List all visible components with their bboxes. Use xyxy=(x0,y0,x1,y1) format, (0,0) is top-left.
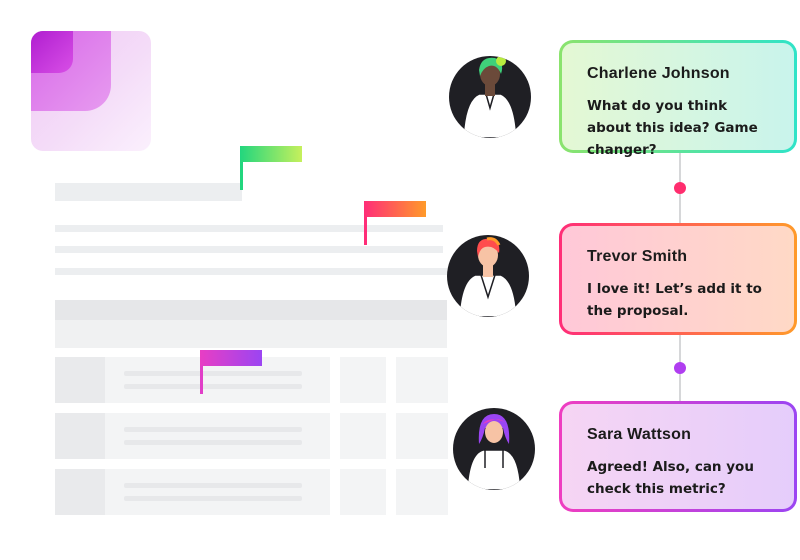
thread-dot xyxy=(674,362,686,374)
comment-card[interactable]: Sara Wattson Agreed! Also, can you check… xyxy=(559,401,797,512)
skeleton-line xyxy=(124,427,302,432)
flag-pole xyxy=(364,201,367,245)
comment-author: Sara Wattson xyxy=(587,426,692,443)
comment-card[interactable]: Charlene Johnson What do you think about… xyxy=(559,40,797,158)
comment-card-body: Trevor Smith I love it! Let’s add it to … xyxy=(562,226,794,332)
skeleton-block xyxy=(55,300,447,320)
skeleton-line xyxy=(124,384,302,389)
flag-pole xyxy=(200,350,203,394)
avatar-charlene xyxy=(449,56,531,138)
table-cell xyxy=(105,413,330,459)
comment-message: What do you think about this idea? Game … xyxy=(587,98,758,158)
person-icon xyxy=(462,56,518,138)
comment-flag-pink[interactable] xyxy=(364,201,426,245)
comment-card-body: Sara Wattson Agreed! Also, can you check… xyxy=(562,404,794,509)
skeleton-line xyxy=(55,225,443,232)
skeleton-line xyxy=(55,268,447,275)
person-icon xyxy=(466,414,522,490)
skeleton-line xyxy=(124,483,302,488)
table-cell xyxy=(55,413,105,459)
comment-card[interactable]: Trevor Smith I love it! Let’s add it to … xyxy=(559,223,797,335)
table-cell xyxy=(340,469,386,515)
comment-message: Agreed! Also, can you check this metric? xyxy=(587,459,754,497)
comment-author: Charlene Johnson xyxy=(587,65,730,82)
skeleton-block xyxy=(55,320,447,348)
skeleton-line xyxy=(124,496,302,501)
table-cell xyxy=(340,357,386,403)
table-cell xyxy=(396,357,448,403)
flag-cloth xyxy=(200,350,262,366)
person-icon xyxy=(458,237,518,317)
avatar-sara xyxy=(453,408,535,490)
table-cell xyxy=(340,413,386,459)
flag-pole xyxy=(240,146,243,190)
avatar-trevor xyxy=(447,235,529,317)
skeleton-line xyxy=(55,246,443,253)
thread-dot xyxy=(674,182,686,194)
skeleton-line xyxy=(124,440,302,445)
comment-message: I love it! Let’s add it to the proposal. xyxy=(587,281,762,319)
table-cell xyxy=(396,413,448,459)
comment-flag-green[interactable] xyxy=(240,146,302,190)
skeleton-line xyxy=(124,371,302,376)
skeleton-heading xyxy=(55,183,242,201)
flag-cloth xyxy=(240,146,302,162)
app-logo xyxy=(31,31,151,151)
comment-author: Trevor Smith xyxy=(587,248,688,265)
table-cell xyxy=(55,469,105,515)
table-cell xyxy=(105,469,330,515)
flag-cloth xyxy=(364,201,426,217)
comment-card-body: Charlene Johnson What do you think about… xyxy=(562,43,794,158)
table-cell xyxy=(396,469,448,515)
table-cell xyxy=(55,357,105,403)
comment-flag-purple[interactable] xyxy=(200,350,262,394)
logo-square-inner xyxy=(31,31,73,73)
